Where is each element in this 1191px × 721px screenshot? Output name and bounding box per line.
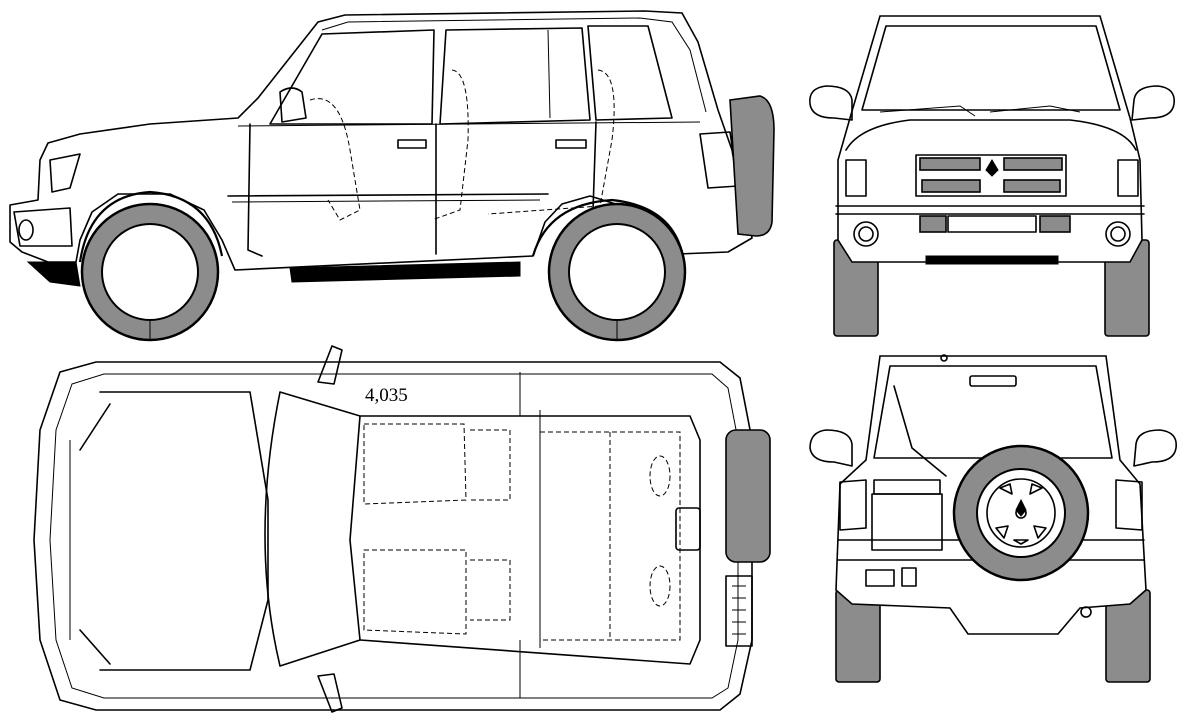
top-body [33, 361, 753, 711]
front-body [837, 15, 1143, 263]
rear-mirror-left [809, 429, 853, 467]
side-spare-tyre [729, 95, 775, 237]
front-mirror-right [1131, 85, 1175, 121]
top-view: 4,035 [33, 345, 771, 713]
rear-mirror-right [1133, 429, 1177, 467]
front-view [809, 15, 1175, 337]
front-badge [985, 159, 999, 177]
top-spare-tyre [725, 429, 771, 563]
side-mirror [279, 87, 307, 123]
front-mirror-left [809, 85, 853, 121]
side-rear-window [439, 27, 591, 125]
side-front-window [269, 29, 435, 125]
rear-view [809, 354, 1177, 683]
front-grille [915, 154, 1067, 197]
front-windshield [861, 25, 1121, 111]
side-quarter-window [587, 25, 673, 121]
top-mirror-upper [317, 345, 343, 385]
side-view [9, 10, 775, 342]
side-front-rim [101, 223, 199, 321]
top-windshield [264, 391, 361, 667]
top-mirror-lower [317, 673, 343, 713]
side-rear-rim [568, 223, 666, 321]
length-dimension-label: 4,035 [365, 385, 408, 406]
